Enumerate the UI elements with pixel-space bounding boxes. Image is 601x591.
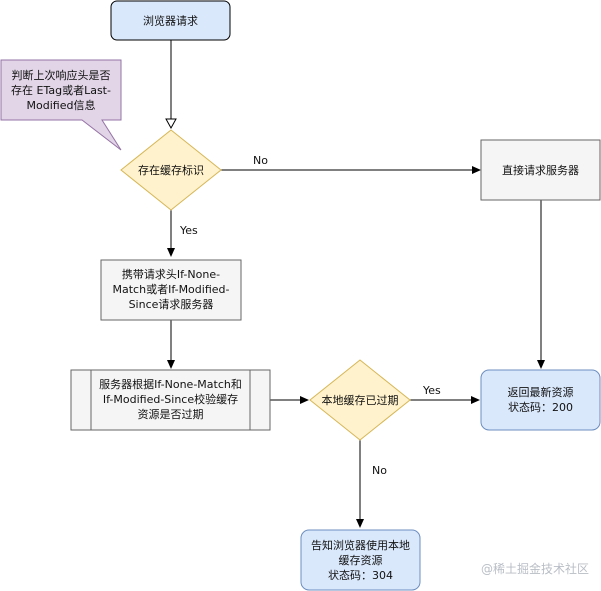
node-direct-request-label: 直接请求服务器: [502, 163, 579, 177]
decision-has-cache: [120, 129, 222, 211]
decision-local-expired-label: 本地缓存已过期: [322, 393, 399, 407]
node-carry-line-1: 携带请求头If-None-: [122, 267, 220, 281]
decision-has-cache-label: 存在缓存标识: [138, 163, 204, 177]
node-start: [110, 0, 231, 41]
node-direct-request: [480, 139, 601, 201]
node-return-latest: [480, 369, 601, 431]
note-line-2: 存在 ETag或者Last-: [11, 83, 111, 97]
node-carry-line-3: Since请求服务器: [129, 298, 214, 311]
node-notify-line-1: 告知浏览器使用本地: [311, 538, 410, 552]
edge-label-yes-1: Yes: [179, 224, 198, 237]
node-carry-headers: [100, 259, 242, 321]
node-server-line-2: If-Modified-Since校验缓存: [103, 392, 238, 406]
edge-label-no-2: No: [372, 464, 387, 477]
decision-local-expired: [309, 359, 411, 441]
node-return-line-1: 返回最新资源: [508, 385, 574, 399]
node-notify-line-3: 状态码：304: [328, 568, 393, 582]
node-carry-line-2: Match或者If-Modified-: [113, 283, 230, 296]
edge-label-no-1: No: [253, 154, 268, 167]
watermark: @稀土掘金技术社区: [480, 562, 589, 576]
note-line-1: 判断上次响应头是否: [12, 68, 111, 82]
note-line-3: Modified信息: [27, 98, 96, 112]
edge-label-yes-2: Yes: [422, 384, 441, 397]
node-server-line-1: 服务器根据If-None-Match和: [99, 377, 242, 391]
node-start-label: 浏览器请求: [143, 14, 198, 28]
node-server-line-3: 资源是否过期: [138, 407, 204, 421]
note-callout: [0, 59, 122, 151]
node-server-check: [70, 369, 271, 431]
node-notify-304: [300, 529, 421, 591]
node-notify-line-2: 缓存资源: [339, 553, 383, 567]
node-return-line-2: 状态码：200: [508, 400, 573, 414]
